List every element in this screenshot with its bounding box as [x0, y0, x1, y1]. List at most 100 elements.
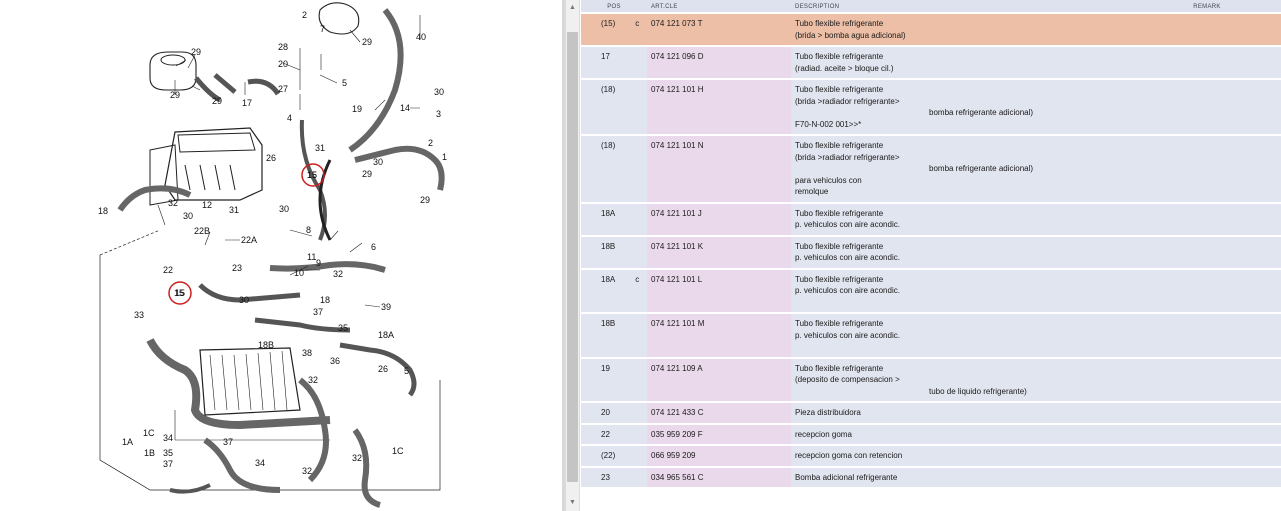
description-line: Pieza distribuidora [795, 408, 861, 417]
article-number[interactable]: 074 121 101 M [651, 319, 705, 328]
cell-pos: 19 [581, 358, 647, 401]
col-header-article[interactable]: ART.CLE [647, 0, 791, 12]
callout-label: 37 [223, 437, 233, 447]
article-number[interactable]: 074 121 433 C [651, 408, 704, 417]
cell-article-number: 074 121 096 D [647, 47, 791, 78]
cell-article-number: 074 121 101 M [647, 314, 791, 357]
vertical-scrollbar[interactable]: ▲ ▼ [565, 0, 580, 511]
callout-label: 29 [170, 90, 180, 100]
callout-label: 22A [241, 235, 257, 245]
description-line: Tubo flexible refrigerante [795, 141, 884, 150]
callout-label: 30 [183, 211, 193, 221]
cell-description: Tubo flexible refrigerante(brida >radiad… [791, 136, 1037, 202]
callout-label: 2 [302, 10, 307, 20]
coolant-system-diagram: 29 28 27 20 2 7 5 29 40 29 17 29 19 14 3… [98, 2, 447, 508]
cell-description: Bomba adicional refrigerante [791, 467, 1037, 487]
callout-label: 1C [143, 428, 155, 438]
cell-pos: 17 [581, 47, 647, 78]
description-line: (deposito de compensacion > [795, 375, 900, 384]
callout-label: 18 [320, 295, 330, 305]
callout-label: 38 [302, 348, 312, 358]
article-number[interactable]: 074 121 101 N [651, 141, 704, 150]
article-number[interactable]: 074 121 096 D [651, 52, 704, 61]
pos-number: 18B [601, 319, 616, 328]
cell-remark [1037, 47, 1281, 78]
callout-label: 1C [392, 446, 404, 456]
callout-label: 1 [442, 152, 447, 162]
cell-remark [1037, 467, 1281, 487]
col-header-pos[interactable]: POS [581, 0, 647, 12]
cell-description: recepcion goma con retencion [791, 446, 1037, 466]
callout-label: 2 [428, 138, 433, 148]
callout-label: 22B [194, 226, 210, 236]
description-line: (brida > bomba agua adicional) [795, 30, 906, 40]
article-number[interactable]: 074 121 109 A [651, 363, 703, 373]
scrollbar-thumb[interactable] [567, 32, 578, 482]
callout-label: 18B [258, 340, 274, 350]
description-line: Bomba adicional refrigerante [795, 472, 898, 482]
callout-label: 32 [308, 375, 318, 385]
pos-number: 18A [601, 208, 616, 218]
table-row[interactable]: (18) 074 121 101 N Tubo flexible refrigera… [581, 136, 1281, 202]
cell-pos: (18) [581, 136, 647, 202]
callout-label: 34 [255, 458, 265, 468]
article-number[interactable]: 034 965 561 C [651, 472, 704, 482]
callout-label: 28 [278, 42, 288, 52]
article-number[interactable]: 074 121 101 L [651, 274, 703, 284]
table-row[interactable]: 23 034 965 561 C Bomba adicional refrigera… [581, 467, 1281, 487]
article-number[interactable]: 074 121 101 H [651, 85, 704, 94]
pane-divider[interactable] [562, 0, 565, 511]
cell-pos: 18A [581, 203, 647, 235]
scroll-down-arrow-icon[interactable]: ▼ [569, 499, 576, 506]
article-number[interactable]: 066 959 209 [651, 451, 696, 460]
pos-number: (18) [601, 85, 616, 94]
cell-article-number: 074 121 073 T [647, 14, 791, 45]
change-indicator: c [635, 19, 640, 28]
parts-table: POSART.CLEDESCRIPTIONREMARKQTYMODEL(15)c… [581, 0, 1281, 489]
callout-label: 30 [373, 157, 383, 167]
callout-label: 15 [307, 170, 317, 180]
article-number[interactable]: 074 121 101 J [651, 208, 702, 218]
description-line: p. vehiculos con aire acondic. [795, 286, 900, 295]
cell-article-number: 074 121 101 H [647, 80, 791, 134]
cell-article-number: 074 121 101 J [647, 203, 791, 235]
table-row[interactable]: 18B 074 121 101 K Tubo flexible refrigeran… [581, 236, 1281, 268]
description-line: (brida >radiador refrigerante> [795, 96, 900, 106]
description-line: tubo de liquido refrigerante) [929, 386, 1027, 396]
callout-label: 31 [315, 143, 325, 153]
callout-label: 32 [333, 269, 343, 279]
cell-article-number: 074 121 101 L [647, 269, 791, 312]
cell-remark [1037, 358, 1281, 401]
callout-label: 14 [400, 103, 410, 113]
callout-label: 4 [287, 113, 292, 123]
scroll-up-arrow-icon[interactable]: ▲ [569, 4, 576, 11]
pos-number: 22 [601, 429, 610, 439]
description-line: F70-N-002 001>>* [795, 119, 862, 129]
pos-number: 23 [601, 472, 610, 482]
cell-pos: (15)c [581, 14, 647, 45]
article-number[interactable]: 074 121 073 T [651, 19, 703, 28]
callout-label: 29 [191, 47, 201, 57]
highlight-circle [301, 163, 325, 187]
pos-number: 18B [601, 241, 616, 251]
col-header-remark[interactable]: REMARK [1037, 0, 1281, 12]
article-number[interactable]: 035 959 209 F [651, 429, 703, 439]
callout-label: 32 [302, 466, 312, 476]
col-header-description[interactable]: DESCRIPTION [791, 0, 1037, 12]
article-number[interactable]: 074 121 101 K [651, 241, 704, 251]
callout-label: 7 [320, 24, 325, 34]
callout-label: 37 [313, 307, 323, 317]
cell-article-number: 035 959 209 F [647, 424, 791, 444]
